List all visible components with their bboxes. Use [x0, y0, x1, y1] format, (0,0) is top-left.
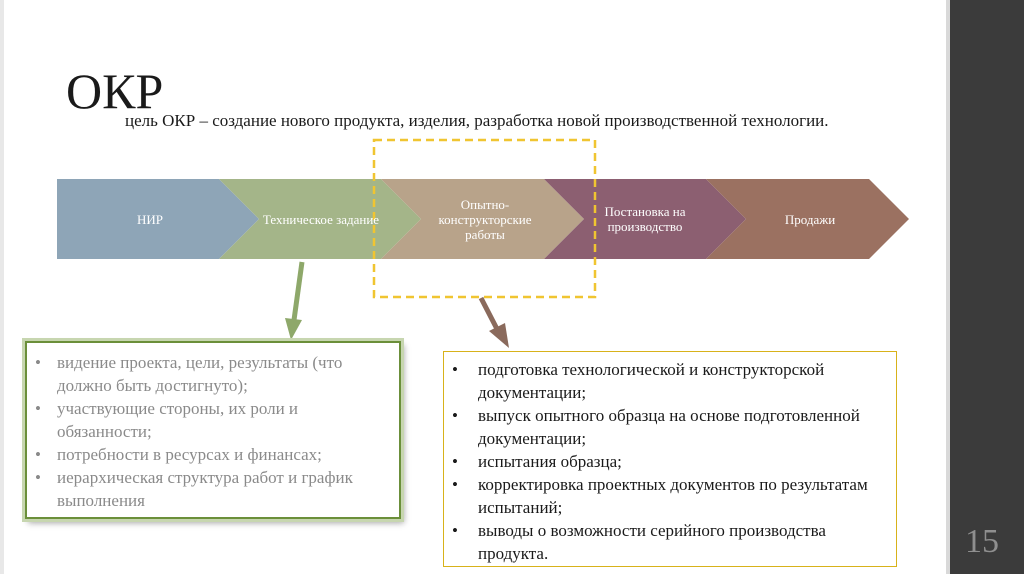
process-step-okr — [381, 179, 584, 259]
list-item: потребности в ресурсах и финансах; — [35, 443, 393, 466]
slide-title: ОКР — [66, 63, 164, 119]
panel-stripe — [946, 0, 950, 574]
list-item: подготовка технологической и конструктор… — [452, 358, 890, 404]
right-side-panel — [946, 0, 1024, 574]
okr-highlight-frame — [372, 138, 597, 299]
list-item: корректировка проектных документов по ре… — [452, 473, 890, 519]
list-item: иерархическая структура работ и график в… — [35, 466, 393, 512]
step-label-production: Постановка на производство — [604, 204, 686, 234]
okr-details-box: подготовка технологической и конструктор… — [443, 351, 897, 567]
process-step-nir — [57, 179, 259, 259]
slide-subtitle: цель ОКР – создание нового продукта, изд… — [125, 111, 829, 130]
list-item: испытания образца; — [452, 450, 890, 473]
process-step-sales — [706, 179, 909, 259]
brown-down-arrow — [478, 296, 509, 348]
step-label-nir: НИР — [136, 211, 163, 227]
okr-details-list: подготовка технологической и конструктор… — [444, 352, 896, 565]
list-item: участвующие стороны, их роли и обязаннос… — [35, 397, 393, 443]
list-item: выводы о возможности серийного производс… — [452, 519, 890, 565]
step-label-tz: Техническое задание — [262, 211, 380, 227]
step-label-sales: Продажи — [784, 211, 836, 227]
green-down-arrow — [285, 261, 305, 340]
list-item: выпуск опытного образца на основе подгот… — [452, 404, 890, 450]
process-step-tz — [219, 179, 421, 259]
list-item: видение проекта, цели, результаты (что д… — [35, 351, 393, 397]
step-label-okr: Опытно-конструкторские работы — [438, 196, 532, 242]
tz-details-box: видение проекта, цели, результаты (что д… — [25, 341, 401, 519]
tz-details-list: видение проекта, цели, результаты (что д… — [27, 343, 399, 512]
left-edge-bar — [0, 0, 4, 574]
page-number: 15 — [965, 523, 999, 560]
